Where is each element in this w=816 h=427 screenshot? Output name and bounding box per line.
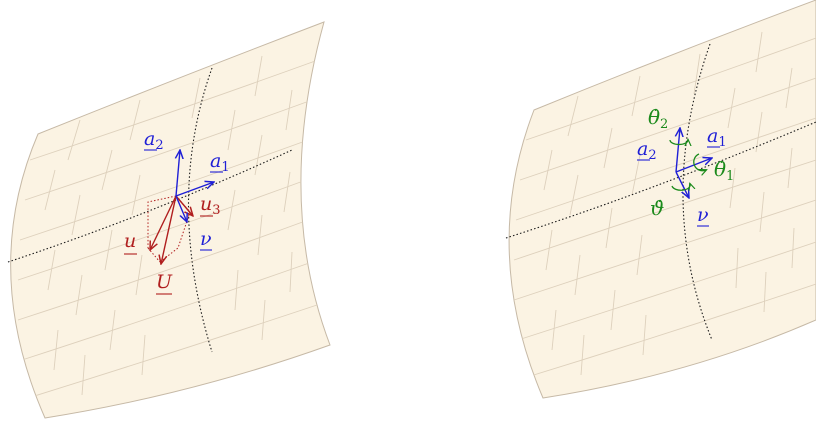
- right-theta1-rotation-icon: [693, 153, 706, 171]
- left-nu-vector: [175, 195, 187, 222]
- left-U-label: U: [156, 271, 173, 295]
- right-vartheta-label: ϑ̇: [650, 196, 664, 220]
- svg-text:u3: u3: [200, 193, 221, 218]
- left-a2-label: a2: [144, 128, 164, 153]
- svg-text:ν: ν: [200, 228, 212, 250]
- left-panel: a2 a1 ν u3 u U: [7, 21, 331, 419]
- svg-text:U: U: [156, 271, 173, 293]
- right-nu-label: ν: [697, 204, 709, 227]
- right-coordinate-curve-1: [505, 121, 816, 239]
- svg-text:a1: a1: [210, 150, 230, 175]
- left-u3-vector: [175, 195, 193, 216]
- left-surface-tiling: [17, 55, 321, 399]
- svg-text:a2: a2: [637, 138, 657, 163]
- right-vartheta-rotation-icon: [671, 184, 690, 190]
- svg-text:u: u: [124, 230, 136, 252]
- svg-text:a2: a2: [144, 128, 164, 153]
- right-surface: [508, 0, 816, 399]
- right-a2-vector: [676, 128, 680, 173]
- right-surface-tiling: [513, 31, 816, 379]
- right-a2-label: a2: [637, 138, 657, 163]
- right-theta2-label: θ̇2: [648, 105, 668, 132]
- svg-text:ν: ν: [697, 204, 709, 226]
- right-theta2-rotation-icon: [669, 140, 688, 145]
- svg-text:ϑ̇: ϑ̇: [650, 196, 664, 220]
- left-coordinate-curve-2: [187, 67, 213, 353]
- right-a1-label: a1: [707, 125, 727, 150]
- right-nu-vector: [675, 171, 689, 198]
- svg-text:a1: a1: [707, 125, 727, 150]
- left-u-label: u: [124, 230, 137, 255]
- svg-text:θ̇2: θ̇2: [648, 105, 668, 132]
- left-nu-label: ν: [200, 228, 212, 251]
- left-a2-vector: [176, 150, 180, 197]
- left-U-vector: [161, 195, 177, 264]
- right-coordinate-curve-2: [682, 43, 713, 341]
- left-a1-label: a1: [210, 150, 230, 175]
- left-a1-vector: [175, 182, 214, 197]
- left-u3-label: u3: [200, 193, 221, 218]
- left-u-vector: [150, 195, 177, 250]
- right-panel: a2 a1 ν θ̇2 θ̇1 ϑ̇: [505, 0, 816, 399]
- right-theta1-label: θ̇1: [714, 157, 734, 184]
- svg-text:θ̇1: θ̇1: [714, 157, 734, 184]
